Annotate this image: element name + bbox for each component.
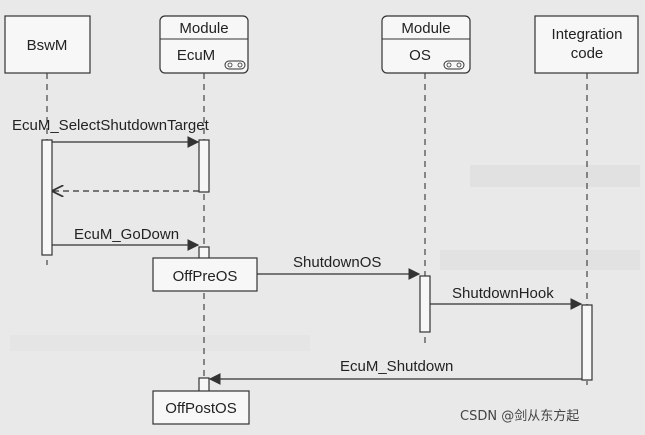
shutdown-os-label: ShutdownOS <box>293 254 381 271</box>
integration-label-line1: Integration <box>552 26 623 43</box>
shutdown-hook-label: ShutdownHook <box>452 285 554 302</box>
message-shutdown-hook: ShutdownHook <box>430 285 583 310</box>
watermark: CSDN @剑从东方起 <box>460 408 579 424</box>
message-shutdown-os: ShutdownOS <box>257 254 421 280</box>
bswm-activation <box>41 139 53 256</box>
message-ecum-shutdown: EcuM_Shutdown <box>208 358 582 385</box>
integration-activation <box>581 304 593 381</box>
message-select-shutdown-target: EcuM_SelectShutdownTarget <box>12 117 210 148</box>
bswm-header-box <box>4 15 91 74</box>
ecum-stereotype: Module <box>179 20 228 37</box>
off-post-os-label: OffPostOS <box>165 400 236 417</box>
off-pre-os-label: OffPreOS <box>173 268 238 285</box>
os-stereotype: Module <box>401 20 450 37</box>
os-label: OS <box>409 47 431 64</box>
ecum-shutdown-label: EcuM_Shutdown <box>340 358 453 375</box>
lifeline-integration-code: Integration code <box>534 15 639 385</box>
off-post-os-box <box>152 390 250 425</box>
state-off-pre-os: OffPreOS <box>152 257 258 292</box>
integration-header-box <box>534 15 639 74</box>
module-icon <box>224 60 246 70</box>
message-go-down: EcuM_GoDown <box>52 226 200 251</box>
go-down-label: EcuM_GoDown <box>74 226 179 243</box>
ecum-activation-1 <box>198 139 210 193</box>
ecum-label: EcuM <box>177 47 215 64</box>
integration-label-line2: code <box>571 45 604 62</box>
state-off-post-os: OffPostOS <box>152 390 250 425</box>
ecum-activation-2 <box>198 246 210 260</box>
lifeline-bswm: BswM <box>4 15 91 265</box>
ecum-activation-3 <box>198 377 210 393</box>
bswm-label: BswM <box>27 37 68 54</box>
lifeline-os: Module OS <box>381 15 471 345</box>
module-icon <box>443 60 465 70</box>
off-pre-os-box <box>152 257 258 292</box>
select-shutdown-target-label: EcuM_SelectShutdownTarget <box>12 117 210 134</box>
os-activation <box>419 275 431 333</box>
lifeline-ecum: Module EcuM <box>159 15 249 393</box>
os-header-box <box>381 15 471 74</box>
